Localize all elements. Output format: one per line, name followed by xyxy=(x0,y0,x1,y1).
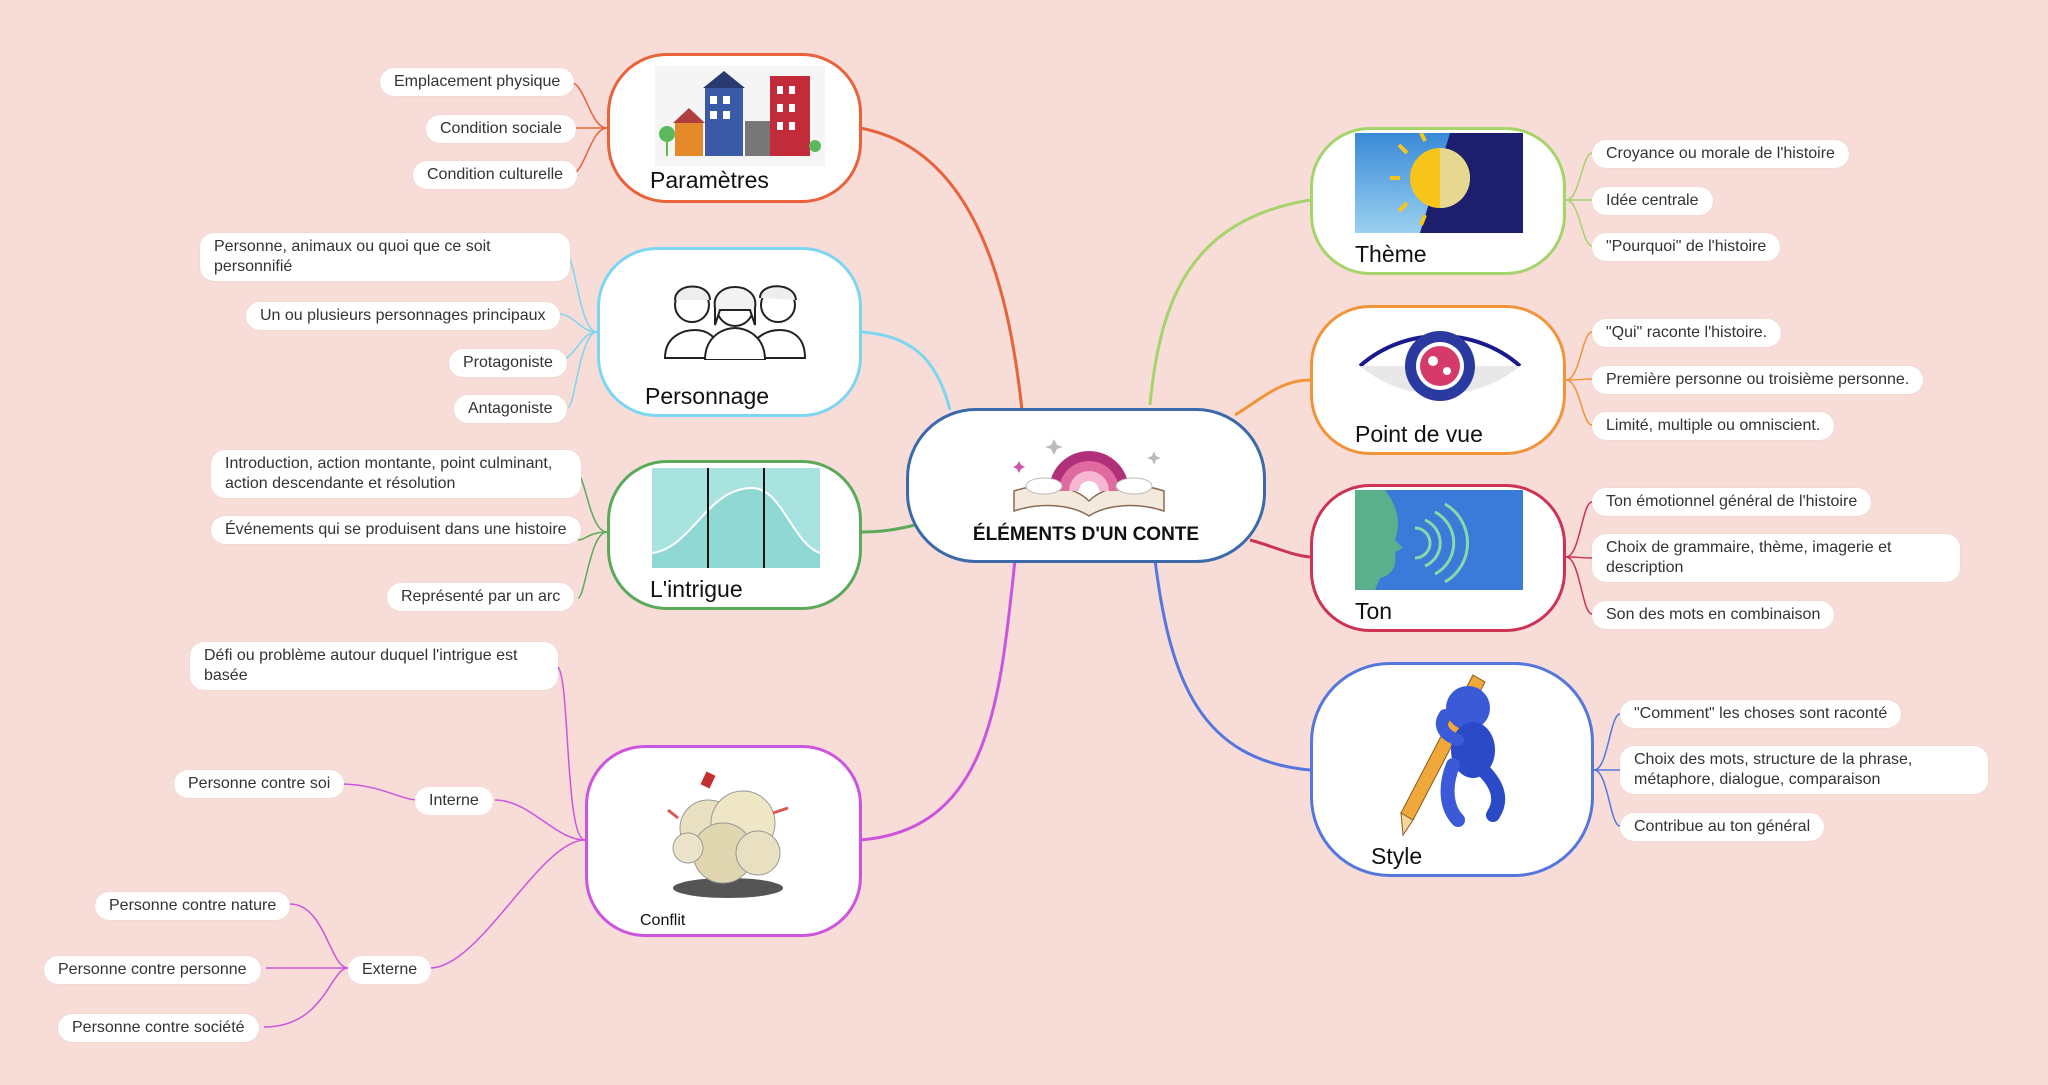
leaf-parametres-3[interactable]: Condition culturelle xyxy=(413,161,578,189)
node-theme[interactable]: Thème xyxy=(1310,127,1566,275)
fight-cloud-icon xyxy=(667,771,789,898)
leaf-conflit-top[interactable]: Défi ou problème autour duquel l'intrigu… xyxy=(190,642,558,690)
leaf-intrigue-3[interactable]: Représenté par un arc xyxy=(387,583,575,611)
leaf-pdv-2[interactable]: Première personne ou troisième personne. xyxy=(1592,366,1924,394)
node-parametres-label: Paramètres xyxy=(650,167,769,193)
buildings-icon xyxy=(655,66,825,166)
leaf-theme-3[interactable]: "Pourquoi" de l'histoire xyxy=(1592,233,1781,261)
sun-moon-icon xyxy=(1355,133,1523,233)
center-node[interactable]: ÉLÉMENTS D'UN CONTE xyxy=(906,408,1266,563)
leaf-intrigue-2[interactable]: Événements qui se produisent dans une hi… xyxy=(211,516,581,544)
node-point-de-vue-label: Point de vue xyxy=(1355,421,1483,447)
node-ton[interactable]: Ton xyxy=(1310,484,1566,632)
leaf-style-1[interactable]: "Comment" les choses sont raconté xyxy=(1620,700,1902,728)
leaf-parametres-1[interactable]: Emplacement physique xyxy=(380,68,575,96)
leaf-theme-1[interactable]: Croyance ou morale de l'histoire xyxy=(1592,140,1849,168)
leaf-theme-2[interactable]: Idée centrale xyxy=(1592,187,1713,215)
node-ton-label: Ton xyxy=(1355,598,1393,624)
node-style[interactable]: Style xyxy=(1310,662,1594,877)
node-conflit[interactable]: Conflit xyxy=(585,745,862,937)
eye-icon xyxy=(1358,331,1522,401)
speaking-head-icon xyxy=(1355,490,1523,590)
leaf-conflit-externe-3[interactable]: Personne contre société xyxy=(58,1014,259,1042)
node-personnage-label: Personnage xyxy=(645,383,770,409)
leaf-parametres-2[interactable]: Condition sociale xyxy=(426,115,576,143)
leaf-personnage-4[interactable]: Antagoniste xyxy=(454,395,567,423)
leaf-personnage-1[interactable]: Personne, animaux ou quoi que ce soit pe… xyxy=(200,233,570,281)
node-theme-label: Thème xyxy=(1355,241,1427,267)
conflit-externe[interactable]: Externe xyxy=(348,956,432,984)
pencil-figure-icon xyxy=(1400,674,1506,837)
node-intrigue[interactable]: L'intrigue xyxy=(607,460,862,610)
leaf-style-3[interactable]: Contribue au ton général xyxy=(1620,813,1825,841)
node-point-de-vue[interactable]: Point de vue xyxy=(1310,305,1566,455)
leaf-ton-2[interactable]: Choix de grammaire, thème, imagerie et d… xyxy=(1592,534,1960,582)
leaf-pdv-1[interactable]: "Qui" raconte l'histoire. xyxy=(1592,319,1782,347)
leaf-style-2[interactable]: Choix des mots, structure de la phrase, … xyxy=(1620,746,1988,794)
plot-arc-icon xyxy=(652,468,820,568)
leaf-intrigue-1[interactable]: Introduction, action montante, point cul… xyxy=(211,450,581,498)
conflit-interne[interactable]: Interne xyxy=(415,787,493,815)
leaf-pdv-3[interactable]: Limité, multiple ou omniscient. xyxy=(1592,412,1835,440)
center-title: ÉLÉMENTS D'UN CONTE xyxy=(972,524,1200,545)
leaf-personnage-2[interactable]: Un ou plusieurs personnages principaux xyxy=(246,302,560,330)
leaf-ton-3[interactable]: Son des mots en combinaison xyxy=(1592,601,1835,629)
open-book-icon xyxy=(1013,439,1165,517)
node-style-label: Style xyxy=(1371,843,1423,869)
leaf-conflit-interne-1[interactable]: Personne contre soi xyxy=(174,770,345,798)
leaf-conflit-externe-1[interactable]: Personne contre nature xyxy=(95,892,291,920)
leaf-conflit-externe-2[interactable]: Personne contre personne xyxy=(44,956,261,984)
people-icon xyxy=(663,285,807,360)
node-parametres[interactable]: Paramètres xyxy=(607,53,862,203)
leaf-personnage-3[interactable]: Protagoniste xyxy=(449,349,567,377)
node-intrigue-label: L'intrigue xyxy=(650,576,743,602)
node-personnage[interactable]: Personnage xyxy=(597,247,862,417)
node-conflit-label: Conflit xyxy=(640,912,686,929)
leaf-ton-1[interactable]: Ton émotionnel général de l'histoire xyxy=(1592,488,1872,516)
